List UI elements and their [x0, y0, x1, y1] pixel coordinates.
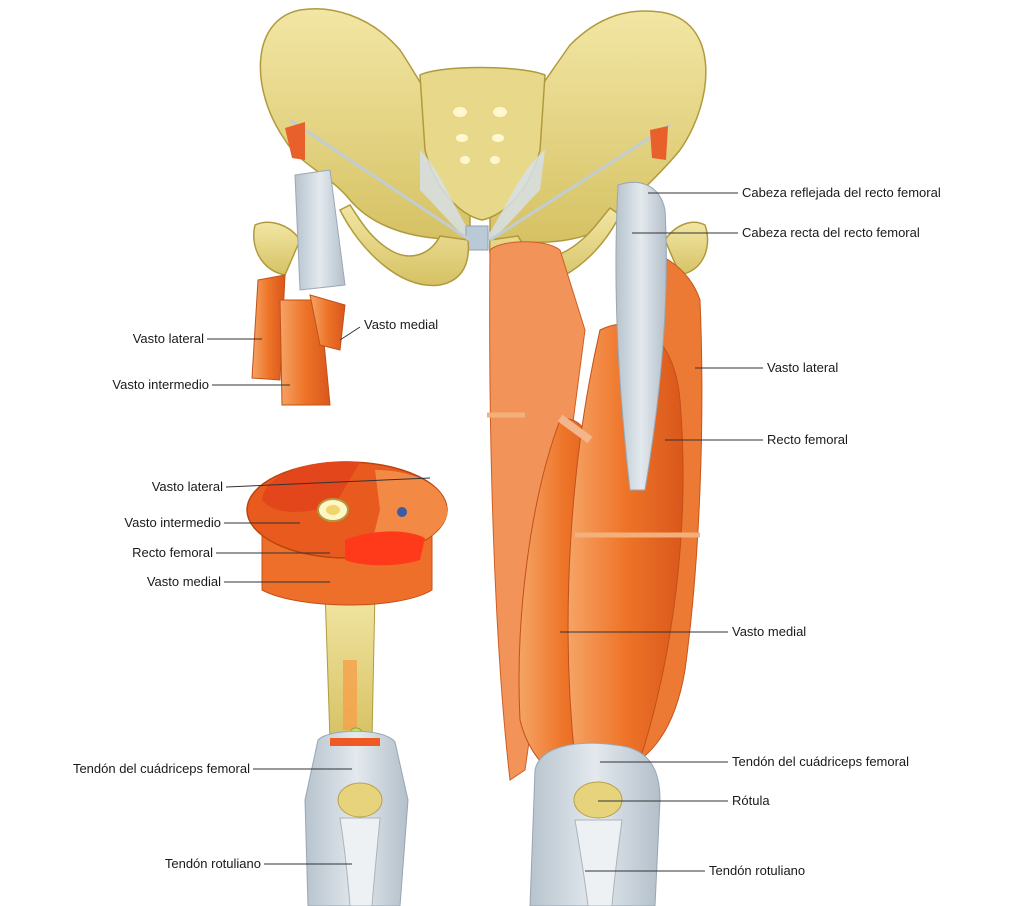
left-cross-section-view	[247, 461, 447, 906]
label-vasto-intermedio-section: Vasto intermedio	[124, 515, 221, 531]
label-cabeza-recta: Cabeza recta del recto femoral	[742, 225, 920, 241]
right-thigh	[487, 182, 702, 906]
cut-quadriceps-origins	[252, 170, 345, 405]
leader-vasto-medial-top	[340, 327, 360, 340]
label-cabeza-reflejada: Cabeza reflejada del recto femoral	[742, 185, 941, 201]
label-vasto-intermedio-top: Vasto intermedio	[112, 377, 209, 393]
label-tendon-cuadriceps-right: Tendón del cuádriceps femoral	[732, 754, 909, 770]
left-patella	[338, 783, 382, 817]
recto-femoral-area	[345, 531, 425, 565]
label-vasto-medial-section: Vasto medial	[147, 574, 221, 590]
label-tendon-cuadriceps-left: Tendón del cuádriceps femoral	[73, 761, 250, 777]
label-vasto-medial-top: Vasto medial	[364, 317, 438, 333]
label-vasto-lateral-top: Vasto lateral	[133, 331, 204, 347]
right-patella	[574, 782, 622, 818]
left-greater-trochanter	[254, 222, 300, 275]
label-vasto-lateral-section: Vasto lateral	[152, 479, 223, 495]
label-vasto-medial-right: Vasto medial	[732, 624, 806, 640]
label-tendon-rotuliano-left: Tendón rotuliano	[165, 856, 261, 872]
label-rotula: Rótula	[732, 793, 770, 809]
label-recto-femoral-right: Recto femoral	[767, 432, 848, 448]
label-recto-femoral-section: Recto femoral	[132, 545, 213, 561]
label-tendon-rotuliano-right: Tendón rotuliano	[709, 863, 805, 879]
label-vasto-lateral-right: Vasto lateral	[767, 360, 838, 376]
